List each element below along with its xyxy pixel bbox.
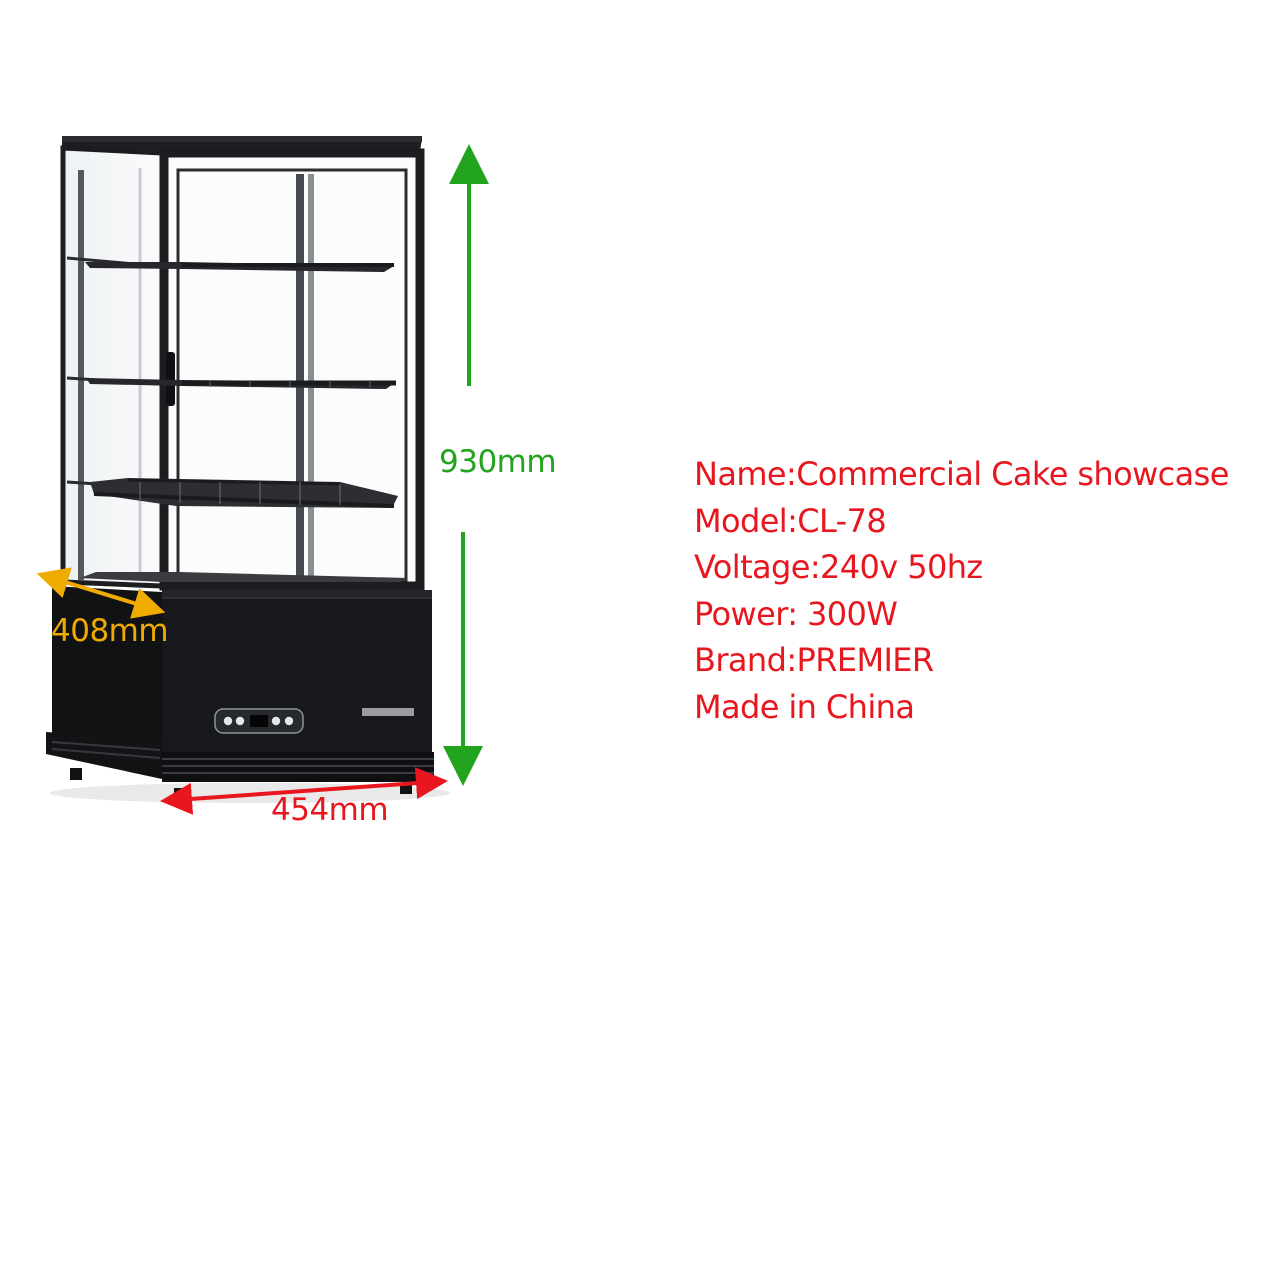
spec-origin: Made in China <box>694 687 915 726</box>
depth-arrow <box>36 567 166 619</box>
temperature-display <box>250 715 268 727</box>
shelf-top <box>85 262 394 272</box>
control-button <box>284 716 294 726</box>
width-arrow <box>160 767 448 815</box>
control-button <box>223 716 233 726</box>
control-button <box>235 716 245 726</box>
depth-dimension-label: 408mm <box>51 613 169 649</box>
spec-power: Power: 300W <box>694 594 898 633</box>
brand-badge <box>362 708 414 716</box>
side-glass-panel <box>60 145 165 589</box>
spec-name: Name:Commercial Cake showcase <box>694 455 1229 493</box>
control-button <box>271 716 281 726</box>
shelf-bottom <box>90 478 398 508</box>
shelf-middle <box>86 378 396 389</box>
spec-voltage: Voltage:240v 50hz <box>694 548 983 586</box>
base-cabinet <box>52 586 432 752</box>
spec-model: Model:CL-78 <box>694 501 887 540</box>
spec-brand: Brand:PREMIER <box>694 641 934 679</box>
height-dimension-label: 930mm <box>439 444 557 480</box>
width-dimension-label: 454mm <box>271 792 389 828</box>
product-spec-list: Name:Commercial Cake showcase Model:CL-7… <box>694 451 1229 730</box>
foot <box>70 768 82 780</box>
